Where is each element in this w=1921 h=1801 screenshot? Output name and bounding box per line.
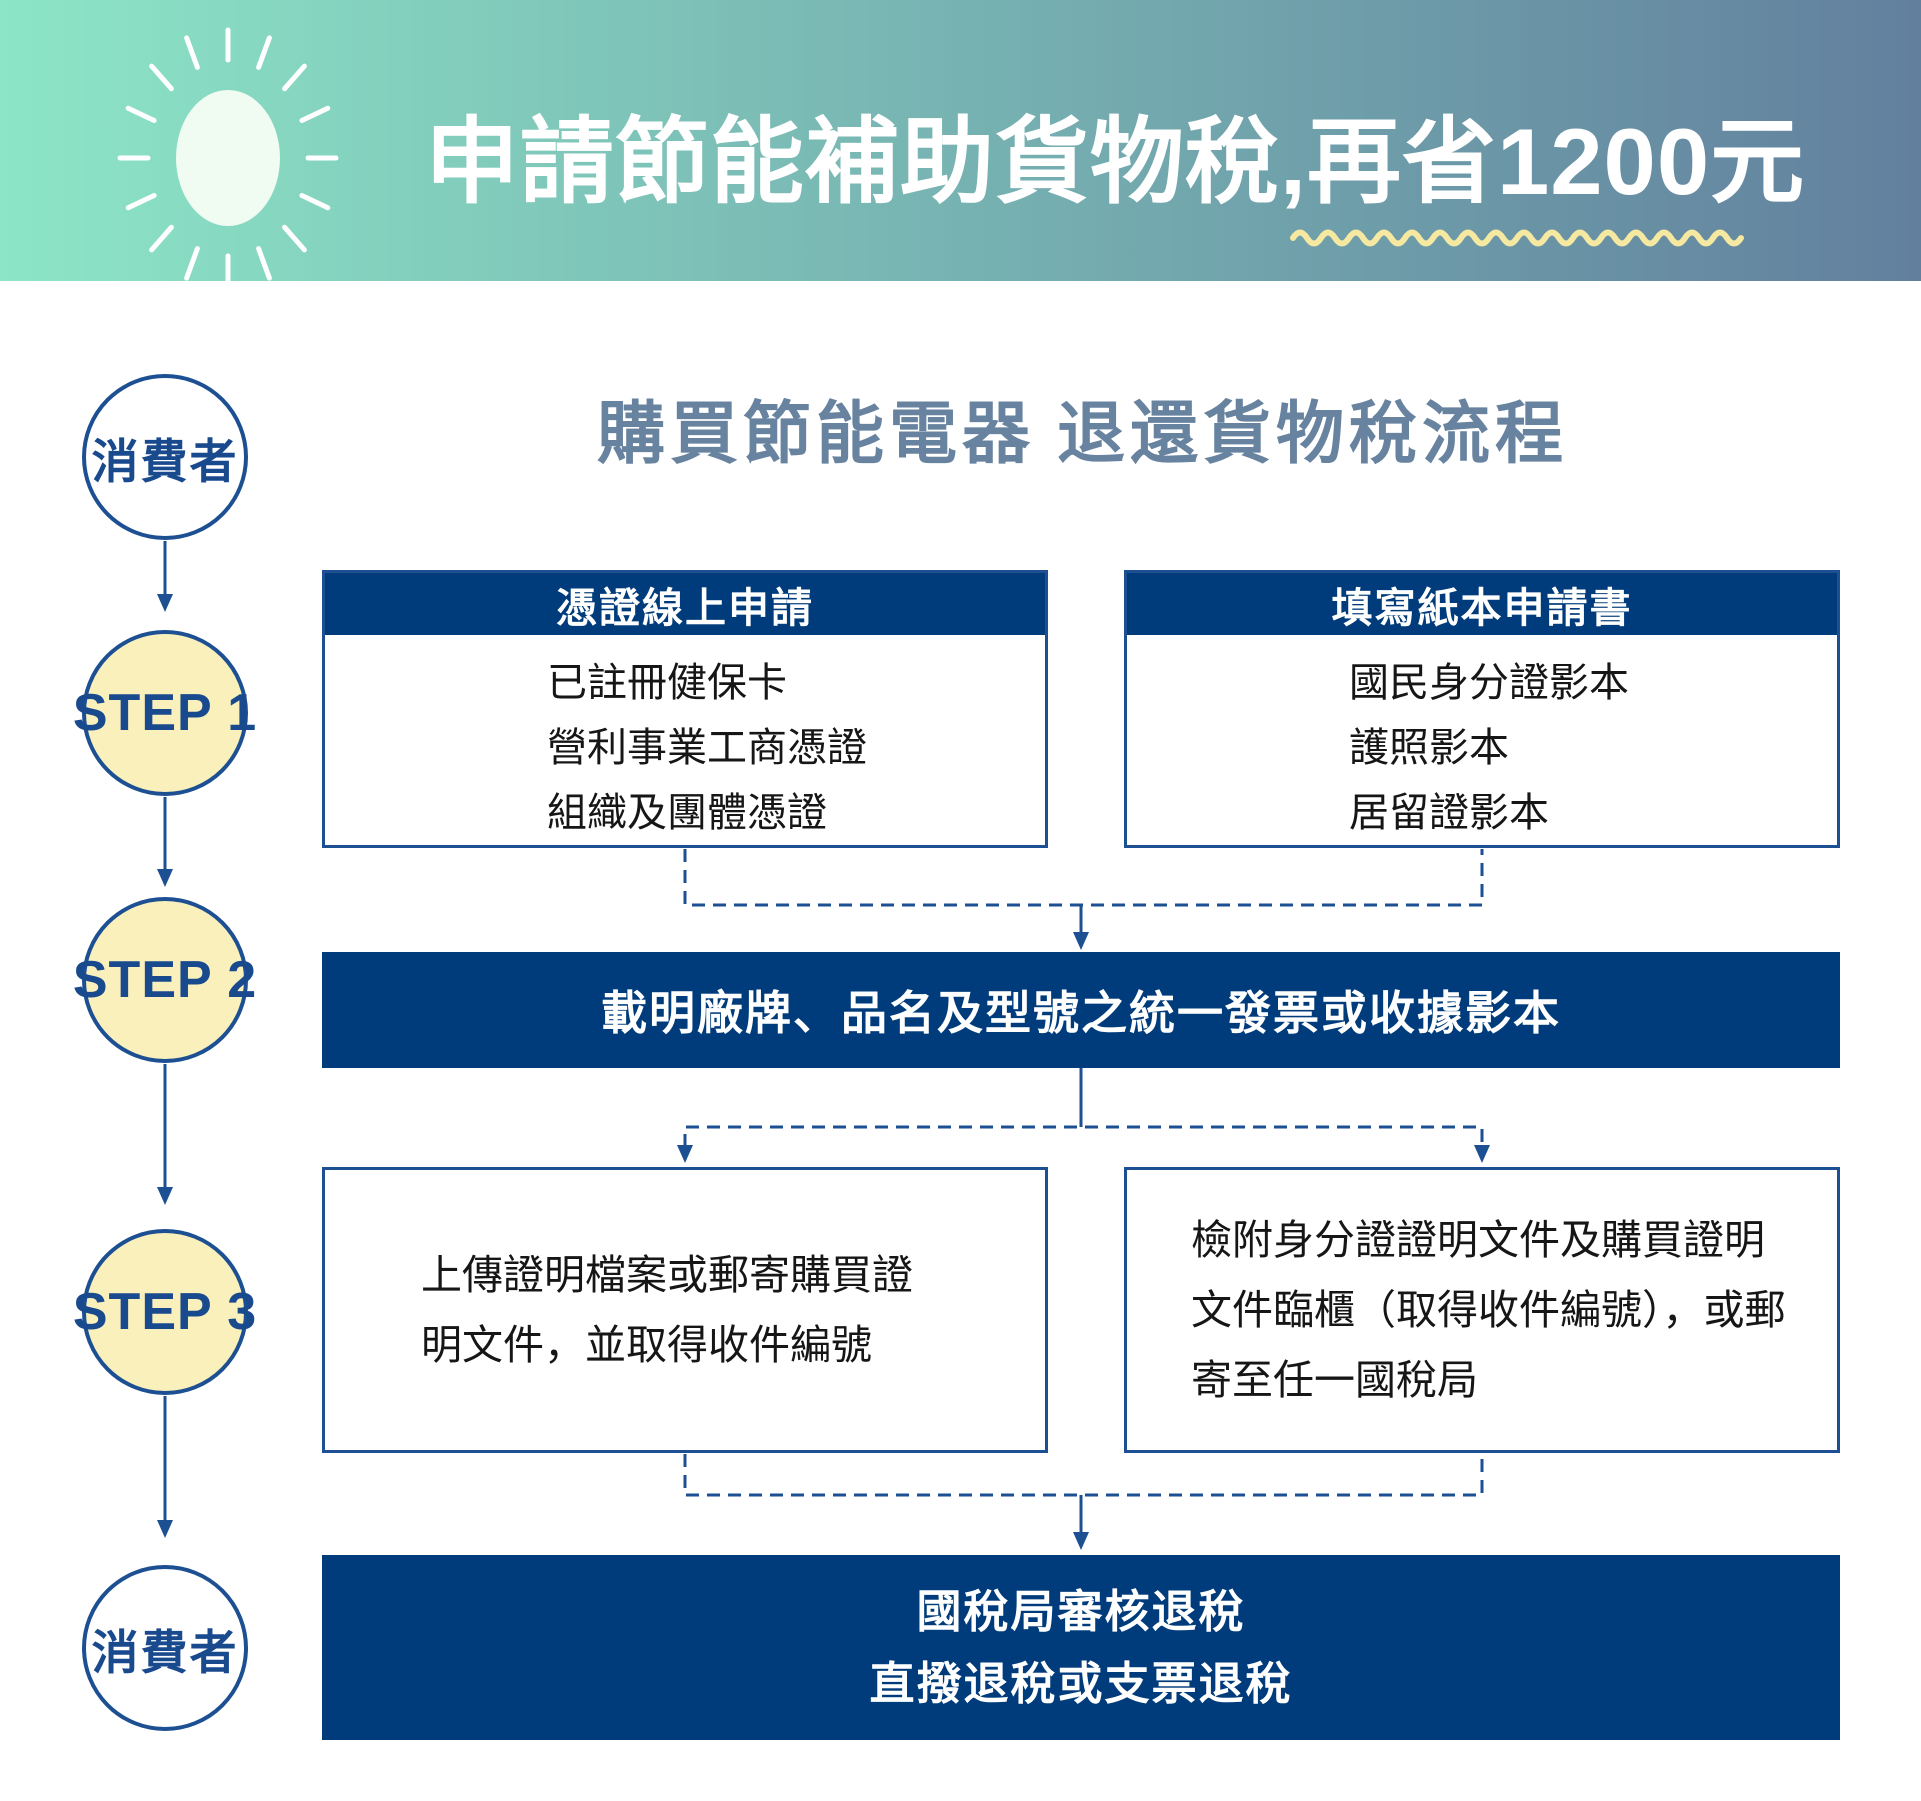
list-item: 國民身分證影本 (1349, 661, 1629, 705)
rail-node-consumer-end: 消費者 (82, 1565, 248, 1731)
list-item: 組織及團體憑證 (547, 791, 827, 835)
rail-node-label: 消費者 (91, 434, 239, 488)
step3-upload-box: 上傳證明檔案或郵寄購買證明文件，並取得收件編號 (322, 1167, 1048, 1453)
header-banner: 申請節能補助貨物稅,再省1200元 (0, 0, 1921, 289)
step1-online-box-header: 憑證線上申請 (325, 573, 1045, 635)
rail-node-step-3: STEP 3 (73, 1229, 256, 1395)
step1-paper-box-header: 填寫紙本申請書 (1127, 573, 1837, 635)
sun-icon (117, 27, 339, 289)
rail-node-label: 消費者 (91, 1625, 239, 1679)
rail-node-step-2: STEP 2 (73, 897, 256, 1063)
result-line: 直撥退稅或支票退稅 (869, 1657, 1293, 1709)
header-title: 申請節能補助貨物稅,再省1200元 (424, 109, 1806, 214)
step1-online-box: 憑證線上申請 已註冊健保卡 營利事業工商憑證 組織及團體憑證 (322, 570, 1048, 848)
rail-node-label: STEP 1 (72, 684, 258, 742)
rail-node-consumer-start: 消費者 (82, 374, 248, 540)
result-bar: 國稅局審核退稅 直撥退稅或支票退稅 (322, 1555, 1840, 1740)
list-item: 營利事業工商憑證 (547, 726, 867, 770)
list-item: 護照影本 (1349, 726, 1509, 770)
step1-paper-box: 填寫紙本申請書 國民身分證影本 護照影本 居留證影本 (1124, 570, 1840, 848)
result-line: 國稅局審核退稅 (916, 1585, 1246, 1637)
flow-title: 購買節能電器 退還貨物稅流程 (596, 396, 1568, 472)
rail-node-label: STEP 2 (72, 951, 258, 1009)
step1-online-box-list: 已註冊健保卡 營利事業工商憑證 組織及團體憑證 (325, 635, 1045, 846)
rail-node-label: STEP 3 (72, 1283, 258, 1341)
step1-paper-box-list: 國民身分證影本 護照影本 居留證影本 (1127, 635, 1837, 846)
list-item: 已註冊健保卡 (547, 661, 787, 705)
step3-counter-box: 檢附身分證證明文件及購買證明文件臨櫃（取得收件編號），或郵寄至任一國稅局 (1124, 1167, 1840, 1453)
rail-node-step-1: STEP 1 (73, 630, 256, 796)
list-item: 居留證影本 (1349, 791, 1549, 835)
step2-invoice-label: 載明廠牌、品名及型號之統一發票或收據影本 (601, 987, 1561, 1039)
step3-upload-text: 上傳證明檔案或郵寄購買證明文件，並取得收件編號 (421, 1252, 913, 1368)
step2-invoice-bar: 載明廠牌、品名及型號之統一發票或收據影本 (322, 952, 1840, 1068)
wavy-underline-icon (1290, 229, 1744, 247)
step3-counter-text: 檢附身分證證明文件及購買證明文件臨櫃（取得收件編號），或郵寄至任一國稅局 (1191, 1217, 1786, 1403)
